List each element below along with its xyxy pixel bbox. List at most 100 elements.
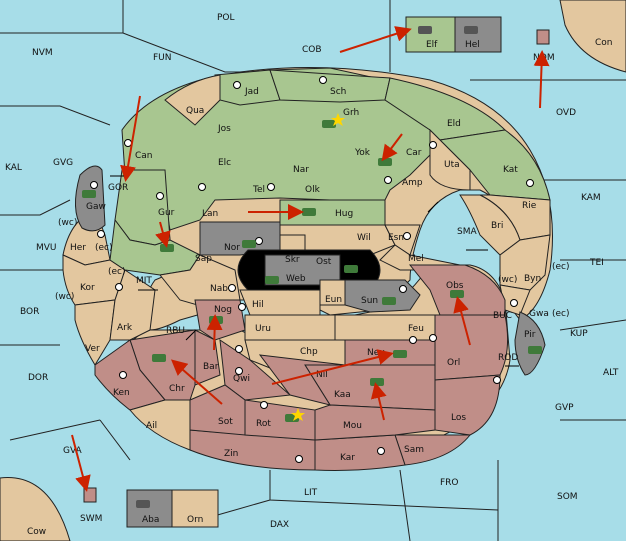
territory-sun[interactable] [344,279,421,313]
army-unit-icon [370,378,384,386]
territory-nil[interactable] [258,354,346,406]
territory-uta[interactable] [429,128,471,191]
supply-center-icon [119,371,127,379]
supply-center-icon [233,81,241,89]
label-uru: Uru [255,324,271,334]
territory-kar[interactable] [314,434,406,471]
label-aba: Aba [142,515,159,525]
label-byn: Byn [524,274,541,284]
label-fun: FUN [153,53,172,63]
label-bor: BOR [20,307,39,317]
label-ail: Ail [146,421,157,431]
supply-center-icon [429,141,437,149]
label-mvu: MVU [36,243,57,253]
territory-zin[interactable] [189,429,316,471]
territory-qwi[interactable] [219,338,292,401]
star-icon [331,113,345,126]
label-qua: Qua [186,106,204,116]
label-web: Web [286,274,306,284]
label-rbu: RBU [166,326,185,336]
supply-center-icon [156,192,164,200]
label-kar: Kar [340,453,355,463]
label-cob: COB [302,45,322,55]
label-tel: Tel [252,185,265,195]
label-bri: Bri [491,221,503,231]
label-ark: Ark [117,323,133,333]
fleet-unit-icon [136,500,150,508]
label-wc2: (wc) [498,275,517,285]
territory-qua[interactable] [164,74,221,126]
label-chr: Chr [169,384,185,394]
army-unit-icon [528,346,542,354]
label-sma: SMA [457,227,477,237]
territory-orl[interactable] [434,314,509,381]
labels: POL NVM FUN COB NOM Con OVD Elf Hel Jad … [5,13,619,537]
supply-center-icon [255,237,263,245]
territory-sam[interactable] [394,434,472,466]
label-yok: Yok [354,148,371,158]
supply-centers [90,76,534,463]
convoy-links [110,175,519,367]
supply-center-icon [319,76,327,84]
label-wc1: (wc) [58,218,77,228]
label-olk: Olk [305,185,321,195]
label-gaw: Gaw [86,202,106,212]
label-nom: NOM [533,53,555,63]
army-unit-icon [450,290,464,298]
army-unit-icon [322,120,336,128]
supply-center-icon [377,447,385,455]
supply-center-icon [198,183,206,191]
label-rie: Rie [522,201,537,211]
label-tei: TEI [589,258,604,268]
army-unit-icon [242,240,256,248]
label-nor: Nor [224,243,240,253]
territory-gaw[interactable] [75,165,106,232]
territory-ken[interactable] [94,339,166,411]
army-unit-icon [393,350,407,358]
territory-orn[interactable] [171,489,219,528]
label-feu: Feu [408,324,424,334]
label-swm: SWM [80,514,102,524]
territory-nab[interactable] [159,254,241,311]
label-pir: Pir [524,330,536,340]
label-lit: LIT [304,488,318,498]
supply-center-icon [235,345,243,353]
label-car: Car [406,148,422,158]
label-mou: Mou [343,421,362,431]
supply-center-icon [260,401,268,409]
supply-center-icon [97,230,105,238]
army-unit-icon [378,158,392,166]
territory-ver[interactable] [74,299,116,366]
label-amp: Amp [402,178,423,188]
territory-ail[interactable] [129,399,191,451]
territory-kat[interactable] [438,129,551,201]
territory-swm[interactable] [83,487,97,503]
label-nog: Nog [214,305,232,315]
label-mel: Mel [408,254,424,264]
territory-sch[interactable] [269,69,391,103]
label-kat: Kat [503,165,518,175]
label-rot: Rot [256,419,271,429]
territory-bri[interactable] [459,194,521,256]
supply-center-icon [384,176,392,184]
label-eld: Eld [447,119,461,129]
label-gur: Gur [158,208,175,218]
label-dax: DAX [270,520,289,530]
label-obs: Obs [446,281,464,291]
territory-nom[interactable] [536,29,550,45]
label-skr: Skr [285,255,300,265]
territory-hel[interactable] [454,16,502,53]
label-gvg: GVG [53,158,73,168]
supply-center-icon [124,139,132,147]
supply-center-icon [238,303,246,311]
label-som: SOM [557,492,578,502]
label-hil: Hil [252,300,264,310]
territory-pir[interactable] [514,311,546,376]
label-nvm: NVM [32,48,53,58]
label-fro: FRO [440,478,459,488]
label-jad: Jad [244,87,259,97]
label-gva: GVA [63,446,83,456]
supply-center-icon [115,283,123,291]
